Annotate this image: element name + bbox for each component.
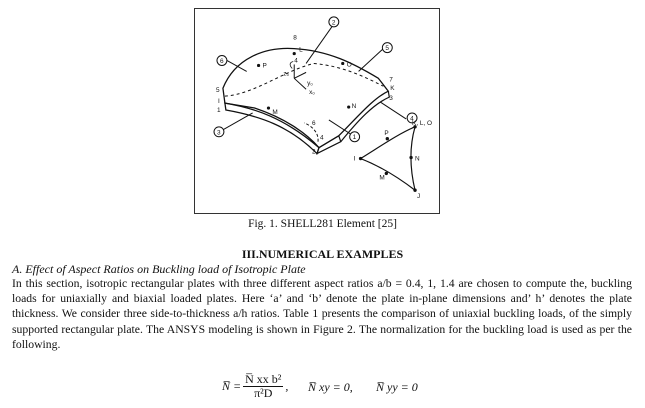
svg-text:4: 4 bbox=[320, 135, 324, 142]
svg-text:3: 3 bbox=[217, 129, 221, 136]
equation-main: N̅ = N̅ xx b² π²D , bbox=[222, 372, 289, 400]
svg-text:5: 5 bbox=[216, 87, 220, 94]
shell281-diagram: 2 5 6 3 1 4 8 L 4 P O 7 K 3 N 5 I 1 M 6 … bbox=[213, 16, 432, 200]
svg-text:1: 1 bbox=[353, 134, 357, 141]
svg-text:L: L bbox=[299, 47, 303, 54]
figure-shell281: 2 5 6 3 1 4 8 L 4 P O 7 K 3 N 5 I 1 M 6 … bbox=[194, 8, 440, 214]
svg-text:N: N bbox=[415, 156, 420, 163]
svg-text:M: M bbox=[379, 174, 384, 181]
svg-text:6: 6 bbox=[220, 58, 224, 65]
svg-text:x₀: x₀ bbox=[309, 89, 315, 96]
subsection-heading: A. Effect of Aspect Ratios on Buckling l… bbox=[12, 262, 306, 276]
shell-outline bbox=[222, 47, 390, 149]
svg-text:P: P bbox=[263, 62, 267, 69]
svg-text:y₀: y₀ bbox=[307, 80, 313, 87]
svg-text:8: 8 bbox=[293, 35, 297, 42]
midsurface-dashed bbox=[224, 62, 384, 97]
svg-text:7: 7 bbox=[389, 76, 393, 83]
svg-text:K, L, O: K, L, O bbox=[412, 120, 432, 127]
section-title: III.NUMERICAL EXAMPLES bbox=[241, 247, 404, 261]
equation-nyy: N̅ yy = 0 bbox=[376, 380, 418, 394]
svg-text:z₀: z₀ bbox=[283, 70, 289, 77]
svg-text:2: 2 bbox=[312, 149, 316, 156]
svg-text:K: K bbox=[390, 85, 395, 92]
svg-text:J: J bbox=[417, 193, 420, 200]
svg-text:3: 3 bbox=[389, 95, 393, 102]
svg-text:I: I bbox=[354, 156, 356, 163]
svg-text:5: 5 bbox=[385, 45, 389, 52]
svg-text:6: 6 bbox=[312, 120, 316, 127]
svg-text:1: 1 bbox=[217, 107, 221, 114]
svg-text:N: N bbox=[352, 103, 357, 110]
figure-caption: Fig. 1. SHELL281 Element [25] bbox=[248, 218, 397, 230]
svg-text:2: 2 bbox=[332, 19, 336, 26]
svg-text:I: I bbox=[218, 98, 220, 105]
equation-nxy: N̅ xy = 0, bbox=[308, 380, 353, 394]
svg-text:M: M bbox=[272, 109, 277, 116]
svg-text:P: P bbox=[384, 130, 388, 137]
svg-text:O: O bbox=[347, 61, 352, 68]
svg-text:4: 4 bbox=[410, 115, 414, 122]
equation-fraction: N̅ xx b² π²D bbox=[243, 372, 284, 400]
normalization-equation: N̅ = N̅ xx b² π²D , N̅ xy = 0, N̅ yy = 0 bbox=[0, 371, 645, 401]
svg-text:4: 4 bbox=[294, 57, 298, 64]
body-paragraph: In this section, isotropic rectangular p… bbox=[12, 277, 632, 351]
